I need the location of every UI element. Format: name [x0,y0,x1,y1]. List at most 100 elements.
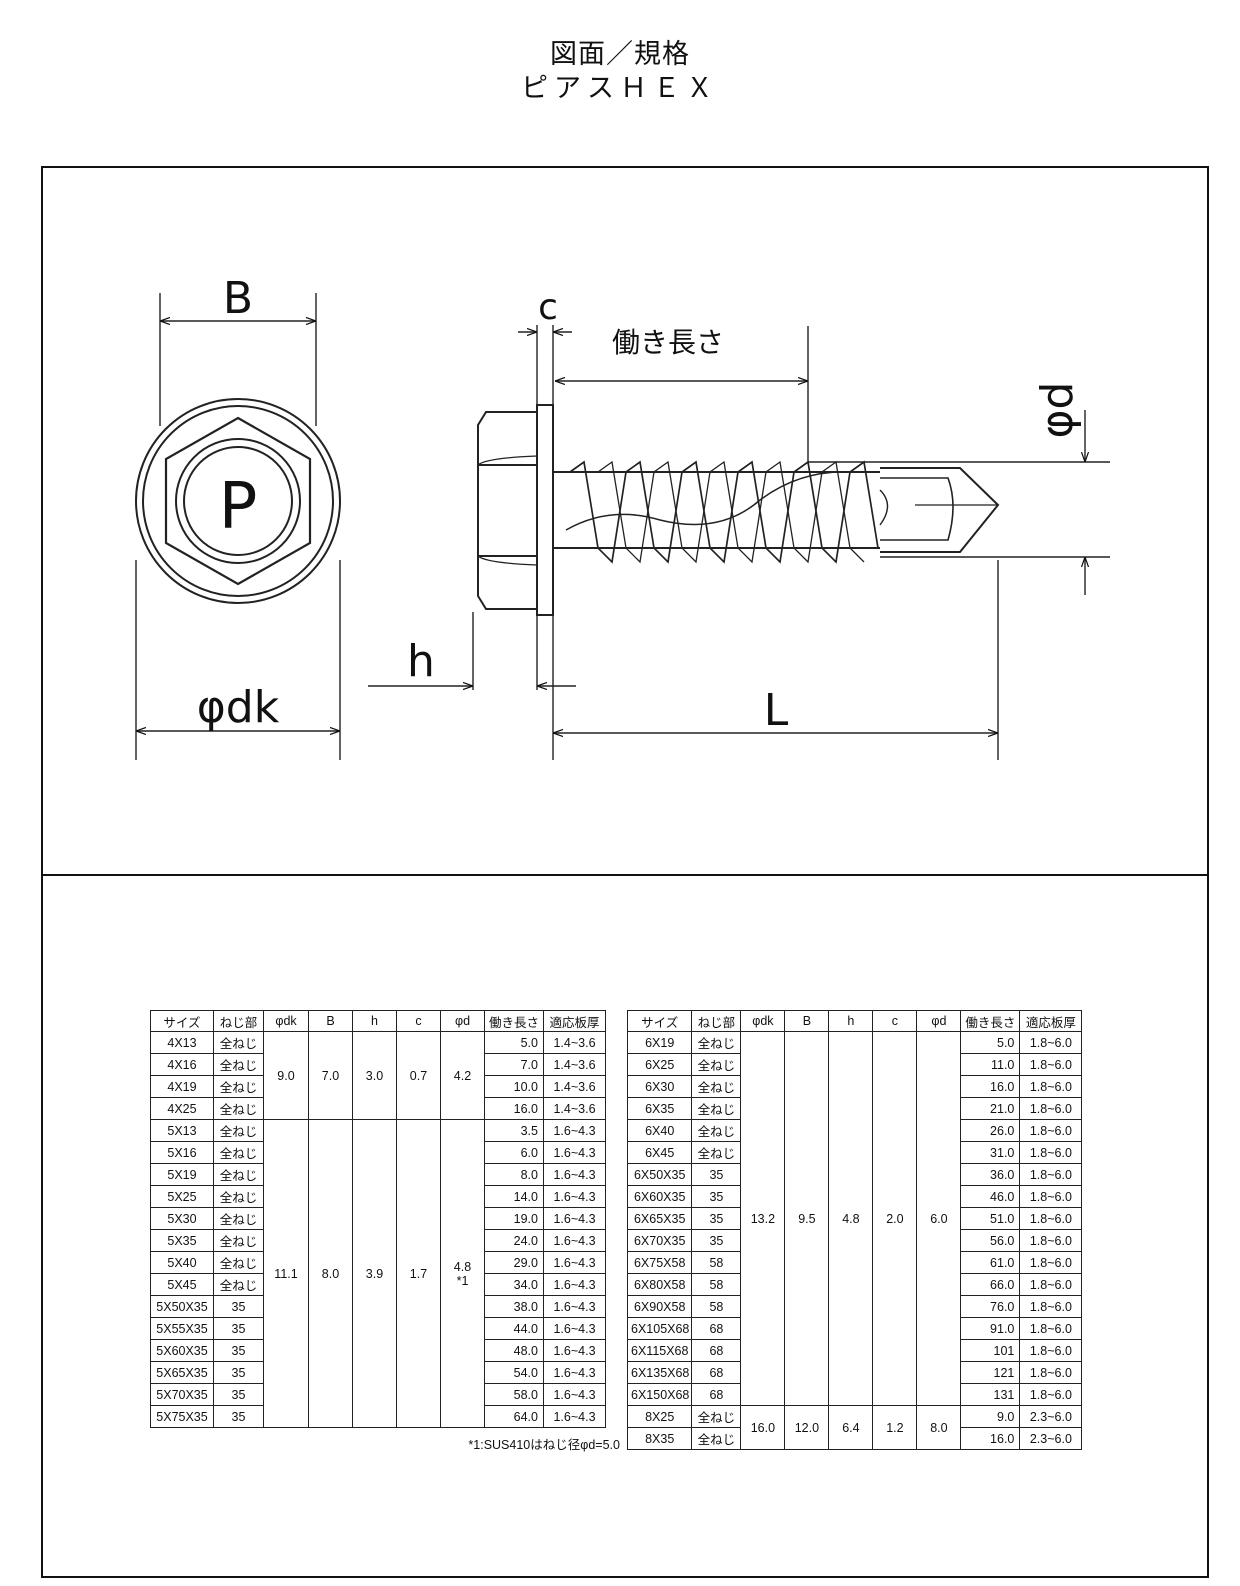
plate-thickness-cell: 1.6~4.3 [543,1207,606,1230]
working-length-cell: 10.0 [484,1075,544,1098]
thread-cell: 68 [691,1361,742,1384]
plate-thickness-cell: 1.6~4.3 [543,1163,606,1186]
size-cell: 6X50X35 [626,1163,693,1186]
plate-thickness-cell: 1.8~6.0 [1019,1031,1083,1054]
plate-thickness-cell: 1.6~4.3 [543,1405,606,1428]
plate-thickness-cell: 1.8~6.0 [1019,1163,1083,1186]
size-cell: 6X25 [626,1053,693,1076]
plate-thickness-cell: 2.3~6.0 [1019,1405,1083,1428]
c-cell: 1.7 [396,1119,441,1428]
thread-cell: 35 [691,1163,742,1186]
thread-cell: 全ねじ [213,1075,264,1098]
size-cell: 6X115X68 [626,1339,693,1362]
plate-thickness-cell: 1.8~6.0 [1019,1295,1083,1318]
working-length-cell: 26.0 [960,1119,1021,1142]
size-cell: 5X25 [150,1185,214,1208]
plate-thickness-cell: 1.6~4.3 [543,1317,606,1340]
working-length-cell: 7.0 [484,1053,544,1076]
phi-d-cell: 8.0 [916,1405,962,1450]
thread-cell: 全ねじ [691,1097,742,1120]
working-length-cell: 44.0 [484,1317,544,1340]
plate-thickness-cell: 1.4~3.6 [543,1075,606,1098]
thread-cell: 全ねじ [213,1273,264,1296]
thread-cell: 68 [691,1339,742,1362]
dimension-c [518,325,572,405]
col-plate-thickness: 適応板厚 [1019,1010,1083,1032]
working-length-cell: 8.0 [484,1163,544,1186]
working-length-cell: 121 [960,1361,1021,1384]
working-length-cell: 46.0 [960,1185,1021,1208]
size-cell: 4X25 [150,1097,214,1120]
size-cell: 8X35 [626,1427,693,1450]
plate-thickness-cell: 1.8~6.0 [1019,1185,1083,1208]
col-phi-d: φd [916,1010,962,1032]
plate-thickness-cell: 1.6~4.3 [543,1383,606,1406]
size-cell: 6X75X58 [626,1251,693,1274]
thread-cell: 58 [691,1295,742,1318]
size-cell: 6X45 [626,1141,693,1164]
thread-cell: 35 [213,1317,264,1340]
working-length-cell: 5.0 [960,1031,1021,1054]
plate-thickness-cell: 1.6~4.3 [543,1339,606,1362]
plate-thickness-cell: 1.8~6.0 [1019,1383,1083,1406]
plate-thickness-cell: 1.6~4.3 [543,1185,606,1208]
phi-dk-cell: 13.2 [740,1031,786,1406]
col-c: c [396,1010,441,1032]
col-plate-thickness: 適応板厚 [543,1010,606,1032]
table-header-row: サイズ ねじ部 φdk B h c φd 働き長さ 適応板厚 [626,1010,1083,1032]
working-length-cell: 6.0 [484,1141,544,1164]
size-cell: 6X70X35 [626,1229,693,1252]
plate-thickness-cell: 1.4~3.6 [543,1097,606,1120]
size-cell: 5X40 [150,1251,214,1274]
thread-cell: 全ねじ [691,1405,742,1428]
working-length-cell: 16.0 [960,1075,1021,1098]
working-length-cell: 61.0 [960,1251,1021,1274]
col-size: サイズ [626,1010,693,1032]
thread-cell: 全ねじ [213,1053,264,1076]
col-B: B [784,1010,830,1032]
working-length-cell: 51.0 [960,1207,1021,1230]
size-cell: 5X19 [150,1163,214,1186]
c-cell: 0.7 [396,1031,441,1120]
thread-cell: 全ねじ [213,1097,264,1120]
dimension-phi-d [808,410,1110,595]
size-cell: 5X70X35 [150,1383,214,1406]
size-cell: 6X19 [626,1031,693,1054]
col-c: c [872,1010,918,1032]
size-cell: 6X150X68 [626,1383,693,1406]
label-L: L [764,685,789,736]
phi-dk-cell: 9.0 [263,1031,309,1120]
plate-thickness-cell: 1.8~6.0 [1019,1053,1083,1076]
phi-dk-cell: 16.0 [740,1405,786,1450]
working-length-cell: 34.0 [484,1273,544,1296]
thread-cell: 全ねじ [213,1207,264,1230]
screw-threads [565,460,879,564]
working-length-cell: 36.0 [960,1163,1021,1186]
phi-d-value: 4.2 [453,1068,472,1083]
thread-cell: 68 [691,1383,742,1406]
thread-cell: 35 [691,1207,742,1230]
thread-cell: 全ねじ [691,1141,742,1164]
working-length-cell: 31.0 [960,1141,1021,1164]
thread-cell: 全ねじ [691,1427,742,1450]
size-cell: 4X13 [150,1031,214,1054]
label-working-length: 働き長さ [612,326,724,359]
size-cell: 4X19 [150,1075,214,1098]
thread-cell: 全ねじ [213,1185,264,1208]
size-cell: 5X60X35 [150,1339,214,1362]
